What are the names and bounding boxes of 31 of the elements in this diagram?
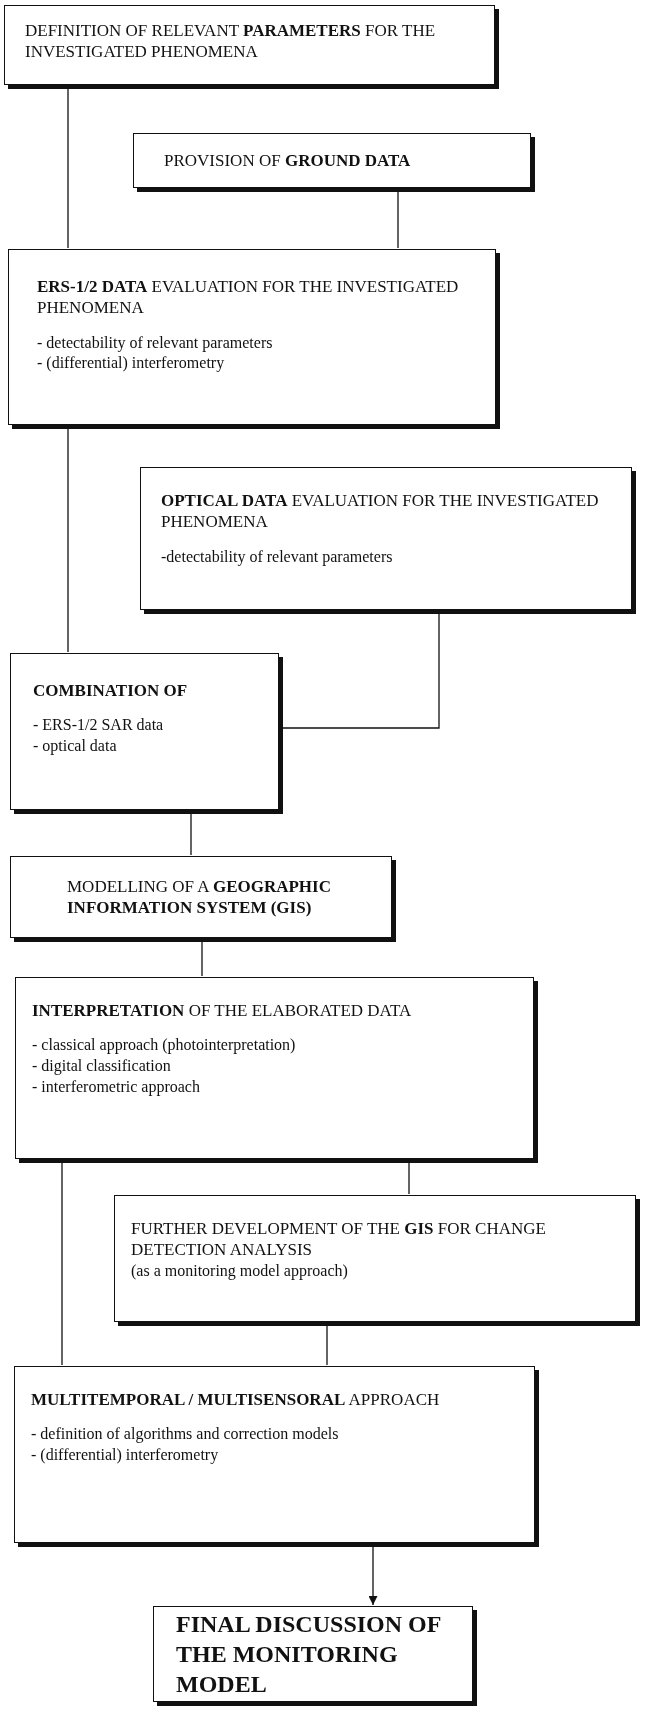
box-heading: OPTICAL DATA EVALUATION FOR THE INVESTIGATED PHENOMENA xyxy=(161,490,600,533)
box-heading: FINAL DISCUSSION OF THE MONITORING MODEL xyxy=(176,1610,442,1699)
arrow xyxy=(368,1546,378,1606)
connector-line xyxy=(61,1162,63,1366)
box-heading: ERS-1/2 DATA EVALUATION FOR THE INVESTIGATED PHENOMENA xyxy=(37,276,460,319)
bullet-text: - interferometric approach xyxy=(32,1076,201,1098)
box-heading: INTERPRETATION OF THE ELABORATED DATA xyxy=(32,1000,413,1022)
box-heading: PROVISION OF GROUND DATA xyxy=(164,149,412,172)
box-heading: COMBINATION OF xyxy=(33,680,189,702)
bullet-text: - (differential) interferometry xyxy=(31,1445,220,1466)
box-heading: MODELLING OF A GEOGRAPHIC INFORMATION SYSTEM (GIS) xyxy=(67,875,332,919)
connector-line xyxy=(190,813,192,856)
box-heading: DEFINITION OF RELEVANT PARAMETERS FOR THE INVESTIGATED PHENOMENA xyxy=(25,20,437,63)
connector-line xyxy=(67,428,69,653)
bullet-text: - digital classification xyxy=(32,1056,172,1077)
connector-line xyxy=(201,941,203,977)
box-heading: MULTITEMPORAL / MULTISENSORAL APPROACH xyxy=(31,1389,441,1411)
bullet-text: - detectability of relevant parameters xyxy=(37,332,274,354)
bullet-text: - ERS-1/2 SAR data xyxy=(33,715,165,736)
bullet-text: -detectability of relevant parameters xyxy=(161,546,394,568)
bullet-text: - optical data xyxy=(33,736,118,757)
connector-line xyxy=(397,191,399,249)
bullet-text: - definition of algorithms and correction models xyxy=(31,1424,340,1445)
bullet-text: - classical approach (photointerpretation) xyxy=(32,1035,297,1056)
box-heading: FURTHER DEVELOPMENT OF THE GIS FOR CHANGE DETECTION ANALYSIS xyxy=(131,1218,547,1261)
connector-line xyxy=(67,88,69,249)
bullet-text: - (differential) interferometry xyxy=(37,353,226,374)
connector-line xyxy=(282,613,440,729)
connector-line xyxy=(408,1162,410,1195)
bullet-text: (as a monitoring model approach) xyxy=(131,1260,349,1282)
connector-line xyxy=(326,1325,328,1366)
